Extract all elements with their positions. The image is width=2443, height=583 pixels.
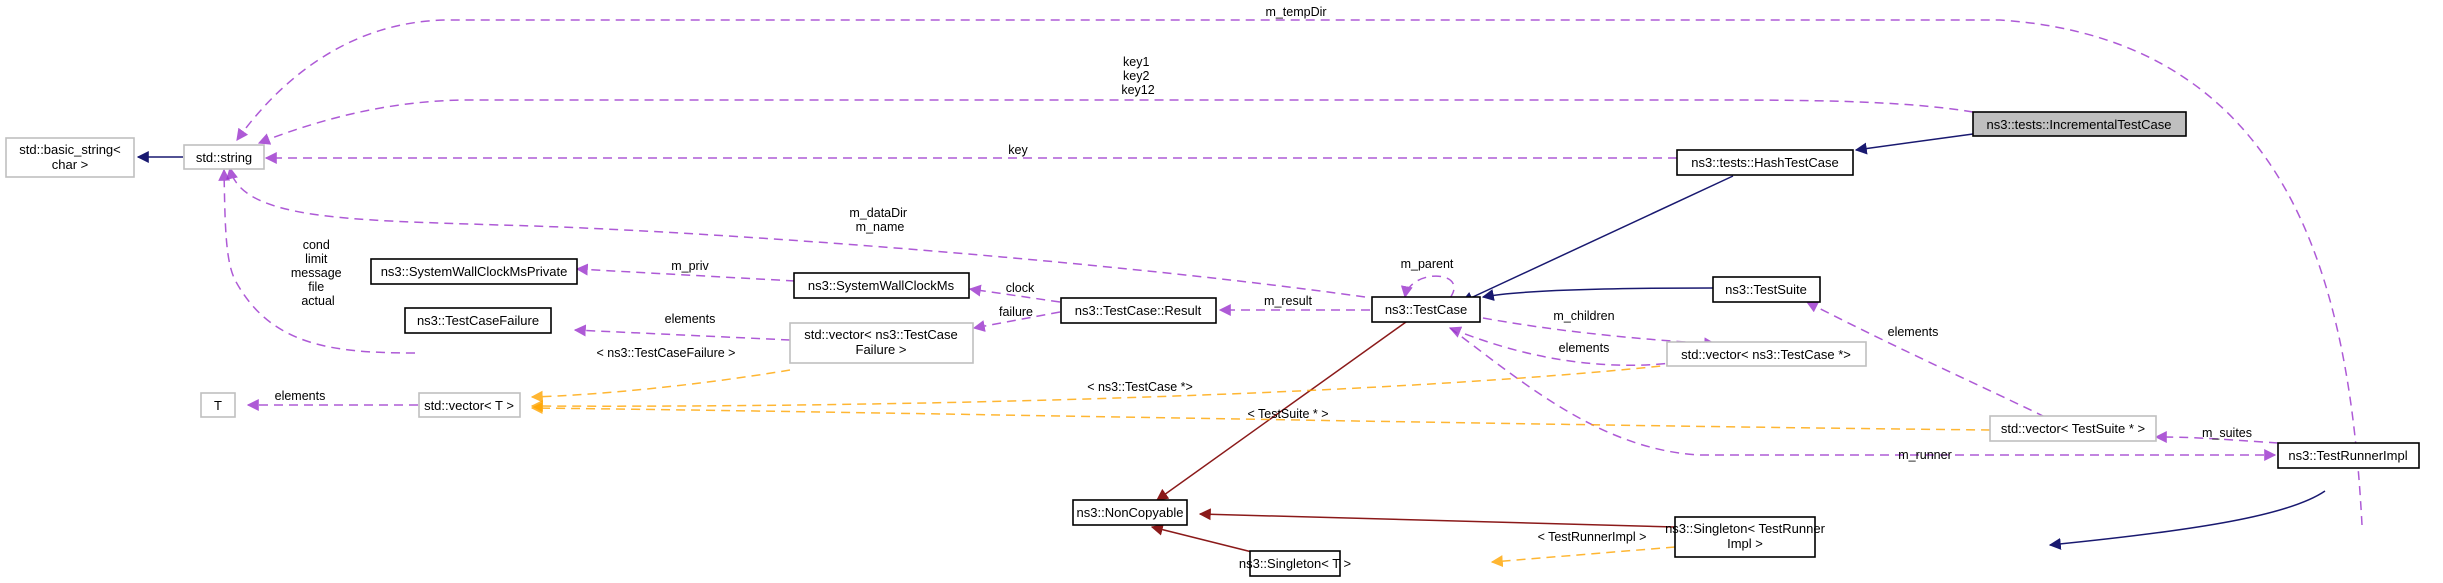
edge-label-temp-dir: m_tempDir <box>1265 5 1326 19</box>
svg-text:std::vector< ns3::TestCase *>: std::vector< ns3::TestCase *> <box>1681 347 1851 362</box>
edge-label-keys: key1 key2 key12 <box>1121 55 1154 97</box>
node-vector-t[interactable]: std::vector< T > <box>418 392 521 418</box>
svg-text:ns3::SystemWallClockMs: ns3::SystemWallClockMs <box>808 278 955 293</box>
edge-label-result: m_result <box>1264 294 1312 308</box>
edge-label-data-dir: m_dataDir m_name <box>849 206 910 234</box>
edge-label-suites: m_suites <box>2202 426 2252 440</box>
edge-testcase-datadir-string <box>226 166 1366 298</box>
edge-label-failure-fields: cond limit message file actual <box>291 238 345 308</box>
svg-text:std::basic_string<char >: std::basic_string<char > <box>19 142 121 172</box>
svg-text:ns3::TestRunnerImpl: ns3::TestRunnerImpl <box>2288 448 2407 463</box>
edge-testcasefailure-fields-string <box>218 168 416 354</box>
svg-text:ns3::Singleton< T >: ns3::Singleton< T > <box>1239 556 1351 571</box>
svg-text:T: T <box>214 398 222 413</box>
edge-label-tmpl-testcase: < ns3::TestCase *> <box>1087 380 1193 394</box>
edge-singletonrunner-tmpl-singletont <box>1490 546 1676 568</box>
node-basic-string[interactable]: std::basic_string<char > <box>5 137 135 178</box>
edge-label-tmpl-runner: < TestRunnerImpl > <box>1538 530 1647 544</box>
edge-vectortc-elements-testcase <box>1448 326 1681 367</box>
node-t[interactable]: T <box>200 392 236 418</box>
edge-label-children: m_children <box>1553 309 1614 323</box>
edge-wallclock-priv-wallclockprivate <box>575 263 796 282</box>
nodes: std::basic_string<char > std::string ns3… <box>5 111 2420 577</box>
edge-label-elements-failure: elements <box>665 312 716 326</box>
node-system-wall-clock-ms-private[interactable]: ns3::SystemWallClockMsPrivate <box>370 258 578 285</box>
edge-label-tmpl-testsuite: < TestSuite * > <box>1247 407 1328 421</box>
edge-label-elements-suite: elements <box>1888 325 1939 339</box>
edge-vectorfailure-elements-testcasefailure <box>573 324 791 341</box>
edge-label-parent: m_parent <box>1401 257 1454 271</box>
edge-vectorsuite-tmpl-vectort <box>530 402 1991 431</box>
svg-text:ns3::TestSuite: ns3::TestSuite <box>1725 282 1807 297</box>
edge-singleton-t-to-noncopyable <box>1150 523 1253 553</box>
svg-text:ns3::Singleton< TestRunnerImpl: ns3::Singleton< TestRunnerImpl > <box>1665 521 1826 551</box>
node-test-case-result[interactable]: ns3::TestCase::Result <box>1060 297 1217 324</box>
node-test-runner-impl[interactable]: ns3::TestRunnerImpl <box>2277 442 2420 469</box>
node-test-case[interactable]: ns3::TestCase <box>1371 296 1481 323</box>
edge-runner-to-singleton-runner <box>2048 490 2326 550</box>
edge-incremental-keys-string <box>257 99 1974 145</box>
edge-testsuite-to-testcase <box>1481 287 1714 301</box>
svg-text:std::string: std::string <box>196 150 252 165</box>
svg-text:ns3::TestCase::Result: ns3::TestCase::Result <box>1075 303 1202 318</box>
edge-testcase-runner-runner <box>1449 327 2277 461</box>
svg-text:ns3::TestCaseFailure: ns3::TestCaseFailure <box>417 313 539 328</box>
edge-label-failure: failure <box>999 305 1033 319</box>
node-incremental-test-case[interactable]: ns3::tests::IncrementalTestCase <box>1972 111 2187 137</box>
edge-runner-suites-vectorsuite <box>2154 431 2279 444</box>
svg-text:ns3::NonCopyable: ns3::NonCopyable <box>1077 505 1184 520</box>
edge-vectortc-tmpl-vectort <box>530 362 1691 413</box>
node-vector-test-case[interactable]: std::vector< ns3::TestCase *> <box>1666 341 1867 367</box>
svg-text:ns3::tests::IncrementalTestCas: ns3::tests::IncrementalTestCase <box>1987 117 2172 132</box>
edge-label-elements-t: elements <box>275 389 326 403</box>
edge-singleton-runner-to-noncopyable <box>1198 508 1676 528</box>
svg-text:ns3::tests::HashTestCase: ns3::tests::HashTestCase <box>1691 155 1838 170</box>
node-system-wall-clock-ms[interactable]: ns3::SystemWallClockMs <box>793 272 970 299</box>
svg-text:std::vector< T >: std::vector< T > <box>424 398 514 413</box>
edge-label-runner: m_runner <box>1898 448 1952 462</box>
edge-label-clock: clock <box>1006 281 1035 295</box>
svg-text:ns3::SystemWallClockMsPrivate: ns3::SystemWallClockMsPrivate <box>381 264 568 279</box>
edge-label-key: key <box>1008 143 1028 157</box>
node-test-suite[interactable]: ns3::TestSuite <box>1712 276 1821 303</box>
edge-label-tmpl-failure: < ns3::TestCaseFailure > <box>597 346 736 360</box>
node-hash-test-case[interactable]: ns3::tests::HashTestCase <box>1676 149 1854 176</box>
svg-text:std::vector< ns3::TestCaseFail: std::vector< ns3::TestCaseFailure > <box>804 327 958 357</box>
svg-text:std::vector< TestSuite * >: std::vector< TestSuite * > <box>2001 421 2145 436</box>
edge-label-elements-tc: elements <box>1559 341 1610 355</box>
edge-incremental-to-hash <box>1854 133 1974 155</box>
node-test-case-failure[interactable]: ns3::TestCaseFailure <box>404 307 552 334</box>
node-vector-test-suite[interactable]: std::vector< TestSuite * > <box>1989 415 2157 442</box>
svg-text:ns3::TestCase: ns3::TestCase <box>1385 302 1467 317</box>
edge-hash-to-testcase <box>1460 175 1734 303</box>
edge-testcase-to-noncopyable <box>1156 321 1407 501</box>
node-singleton-t[interactable]: ns3::Singleton< T > <box>1239 550 1351 577</box>
edges <box>136 19 2363 568</box>
edge-labels: m_tempDir key1 key2 key12 key m_dataDir … <box>275 5 2252 544</box>
edge-label-priv: m_priv <box>671 259 709 273</box>
edge-vectorfailure-tmpl-vectort <box>530 369 791 403</box>
edge-testcase-parent-self <box>1400 275 1455 299</box>
edge-result-clock-wallclock <box>968 284 1061 303</box>
node-std-string[interactable]: std::string <box>183 144 265 170</box>
node-non-copyable[interactable]: ns3::NonCopyable <box>1072 499 1188 526</box>
